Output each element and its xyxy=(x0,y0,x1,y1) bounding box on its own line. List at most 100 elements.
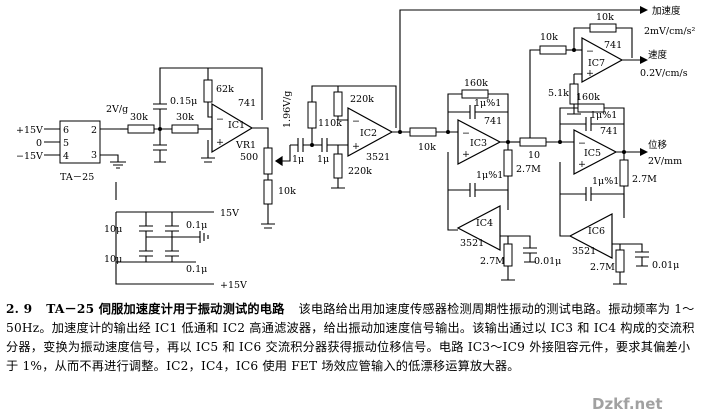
resistor-10k-vr-label: 10k xyxy=(278,186,296,197)
opamp-ic1-label: IC1 xyxy=(228,120,245,131)
resistor-160k-b-label: 160k xyxy=(576,92,600,103)
figure-number: 2. 9 xyxy=(6,302,33,316)
resistor-27m-d-label: 2.7M xyxy=(590,262,615,273)
opamp-ic5-label: IC5 xyxy=(584,148,601,159)
resistor-220k-a-label: 220k xyxy=(350,94,374,105)
resistor-220k-a xyxy=(333,91,343,117)
resistor-30k-a-label: 30k xyxy=(130,112,148,123)
opamp-ic2-label: IC2 xyxy=(360,128,377,139)
resistor-10k-vr xyxy=(263,179,273,205)
capacitors-1u xyxy=(290,138,348,152)
resistor-27m-a-label: 2.7M xyxy=(516,164,541,175)
resistor-62k xyxy=(203,79,213,103)
capacitor-1u-3-label: 1μ%1 xyxy=(474,98,501,109)
opamp-ic2-type: 3521 xyxy=(366,152,390,163)
capacitor-1u-a-label: 1μ xyxy=(292,154,304,165)
opamp-ic5-type: 741 xyxy=(600,126,618,137)
capacitor-gnd-1 xyxy=(153,129,167,163)
svg-text:+: + xyxy=(352,141,360,152)
svg-text:+: + xyxy=(216,137,224,148)
gain2-label: 1.96V/g xyxy=(282,91,293,128)
svg-text:−: − xyxy=(586,46,594,57)
capacitor-1u-4 xyxy=(447,152,509,231)
resistor-160k-a-label: 160k xyxy=(464,78,488,89)
svg-text:+: + xyxy=(462,149,470,160)
opamp-ic4-label: IC4 xyxy=(476,218,493,229)
opamp-ic4 xyxy=(456,205,501,251)
opamp-ic1 xyxy=(211,102,254,154)
accel-output-label: 加速度 xyxy=(652,5,681,17)
supply-neg: −15V xyxy=(16,151,43,162)
capacitor-1u-6 xyxy=(559,162,625,237)
capacitor-001u-b-label: 0.01μ xyxy=(652,260,679,271)
resistor-10k-ic7a-label: 10k xyxy=(540,32,558,43)
resistor-27m-d xyxy=(615,249,625,273)
opamp-ic6 xyxy=(568,213,613,259)
sensor-pin-3: 3 xyxy=(91,150,97,161)
svg-text:−: − xyxy=(578,138,586,149)
sensor-pin-6: 6 xyxy=(63,125,69,136)
capacitor-1u-6-label: 1μ%1 xyxy=(592,176,619,187)
capacitor-1u-3 xyxy=(448,105,508,119)
resistor-10-ic5-label: 10 xyxy=(528,150,540,161)
psu-ground xyxy=(146,231,209,243)
velocity-output-label: 速度 xyxy=(648,49,668,61)
resistor-10k-ic7a xyxy=(539,45,567,55)
figure-description: 该电路给出用加速度传感器检测周期性振动的测试电路。振动频率为 1～50Hz。加速… xyxy=(6,302,695,373)
resistor-27m-a xyxy=(503,149,513,177)
psu-cap-10u xyxy=(139,212,153,262)
resistor-10-ic5 xyxy=(519,137,547,147)
opamp-ic3 xyxy=(457,119,502,165)
displacement-output-unit: 2V/mm xyxy=(648,156,682,167)
resistor-10k-ic7b-label: 10k xyxy=(596,12,614,23)
resistor-220k-b xyxy=(333,153,343,179)
resistor-10k-ic3-label: 10k xyxy=(418,142,436,153)
psu-cap-01u xyxy=(165,212,179,262)
opamp-ic3-label: IC3 xyxy=(470,138,487,149)
opamp-ic7 xyxy=(581,36,624,84)
opamp-ic5 xyxy=(573,129,618,175)
displacement-output-label: 位移 xyxy=(648,139,668,151)
watermark: Dzkf.net xyxy=(592,395,663,413)
resistor-27m-b-label: 2.7M xyxy=(480,256,505,267)
figure-caption: 2. 9 TA－25 伺服加速度计用于振动测试的电路该电路给出用加速度传感器检测周… xyxy=(6,300,698,376)
capacitor-1u-4-label: 1μ%1 xyxy=(476,170,503,181)
sensor-pin-4: 4 xyxy=(63,151,69,162)
psu-pos-label: 15V xyxy=(220,208,239,219)
gain-label: 2V/g xyxy=(106,104,128,115)
resistor-62k-label: 62k xyxy=(216,84,234,95)
psu-c2-label: 0.1μ xyxy=(186,220,207,231)
resistor-27m-c xyxy=(619,159,629,187)
opamp-ic7-label: IC7 xyxy=(588,58,605,69)
capacitor-1u-5-label: 1μ%1 xyxy=(590,110,617,121)
opamp-ic2 xyxy=(347,106,394,158)
capacitor-1u-5 xyxy=(560,117,624,131)
psu-c4-label: 0.1μ xyxy=(186,264,207,275)
capacitor-015u xyxy=(153,67,263,129)
resistor-30k-b-label: 30k xyxy=(176,112,194,123)
opamp-ic1-type: 741 xyxy=(238,98,256,109)
opamp-ic3-type: 741 xyxy=(484,116,502,127)
supply-zero: 0 xyxy=(36,138,42,149)
vr1-value: 500 xyxy=(240,152,258,163)
figure-title: TA－25 伺服加速度计用于振动测试的电路 xyxy=(46,302,285,316)
supply-pos: +15V xyxy=(16,125,43,136)
vr1-label: VR1 xyxy=(235,140,256,151)
psu-c1-label: 10μ xyxy=(104,224,122,235)
capacitor-1u-b-label: 1μ xyxy=(317,154,329,165)
sensor-supply-wires xyxy=(44,128,60,156)
sensor-label: TA－25 xyxy=(60,172,94,183)
opamp-ic6-label: IC6 xyxy=(588,226,605,237)
circuit-diagram: TA－25 6 5 4 2 3 +15V 0 −15V 2V/g 30k 30k… xyxy=(16,5,696,291)
resistor-30k-a xyxy=(127,124,155,134)
opamp-ic4-type: 3521 xyxy=(460,238,484,249)
svg-text:−: − xyxy=(352,116,360,127)
capacitor-015u-label: 0.15μ xyxy=(170,96,197,107)
resistor-10k-ic7b xyxy=(589,23,617,33)
svg-text:−: − xyxy=(216,114,224,125)
resistor-10k-ic3 xyxy=(409,127,437,137)
sensor-output-wires xyxy=(100,128,126,169)
resistor-160k-a xyxy=(461,89,489,99)
potentiometer-vr1 xyxy=(263,147,273,175)
sensor-pin-2: 2 xyxy=(91,125,97,136)
